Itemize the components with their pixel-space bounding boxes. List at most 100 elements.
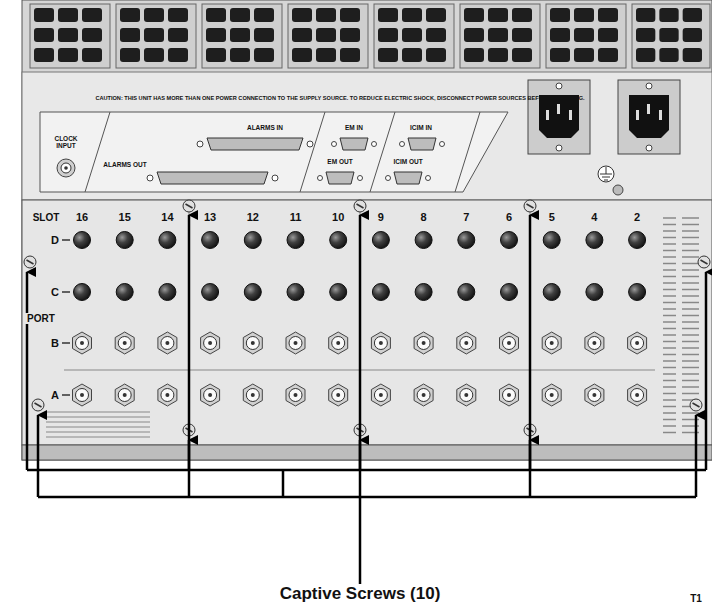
- table-print: [682, 380, 699, 382]
- vent-slot: [120, 48, 140, 62]
- vent-slot: [378, 48, 398, 62]
- f-connector: [586, 232, 603, 249]
- bnc-connector: [503, 389, 516, 402]
- table-print: [663, 406, 676, 408]
- f-connector: [244, 232, 261, 249]
- connector-label: EM IN: [345, 124, 363, 131]
- bnc-pin: [422, 341, 426, 345]
- f-connector: [586, 284, 603, 301]
- f-connector: [458, 232, 475, 249]
- port-letter: B: [51, 337, 59, 349]
- vent-slot: [488, 48, 508, 62]
- table-print: [682, 295, 699, 297]
- bnc-pin: [379, 341, 383, 345]
- slot-number: 14: [161, 211, 173, 223]
- f-connector: [116, 232, 133, 249]
- bnc-nut: [371, 384, 390, 406]
- vent-slot: [464, 28, 484, 42]
- vent-block: [30, 4, 110, 68]
- slot-number: 11: [290, 211, 302, 223]
- note-print: [46, 421, 150, 422]
- bnc-pin: [592, 393, 596, 397]
- vent-slot: [254, 48, 274, 62]
- vent-slot: [144, 28, 164, 42]
- f-connector: [372, 284, 389, 301]
- table-print: [663, 250, 676, 252]
- plate-divider: [300, 112, 325, 192]
- table-print: [663, 334, 676, 336]
- bnc-connector: [545, 389, 558, 402]
- plate-divider: [455, 112, 480, 192]
- vent-slot: [464, 48, 484, 62]
- f-connector: [543, 232, 560, 249]
- bnc-nut: [73, 384, 92, 406]
- vent-slot: [426, 28, 446, 42]
- table-print: [663, 295, 676, 297]
- table-print: [682, 341, 699, 343]
- bnc-connector: [118, 337, 131, 350]
- icim-in-connector: [400, 138, 445, 150]
- bnc-pin: [208, 393, 212, 397]
- port-letter: D: [51, 234, 59, 246]
- bnc-connector: [161, 337, 174, 350]
- vent-slot: [598, 48, 618, 62]
- table-print: [663, 269, 676, 271]
- row-tick: [62, 291, 70, 293]
- vent-slot: [340, 48, 360, 62]
- slot-heading: SLOT: [33, 212, 60, 223]
- vent-slot: [168, 8, 188, 22]
- captive-screw: [32, 399, 44, 411]
- bnc-pin: [507, 341, 511, 345]
- alarms-in-connector: [197, 138, 313, 150]
- vent-slot: [683, 8, 702, 22]
- table-print: [663, 367, 676, 369]
- vent-slot: [402, 48, 422, 62]
- em-in-connector: [332, 138, 377, 150]
- table-print: [682, 276, 699, 278]
- connector-label: ICIM IN: [410, 124, 432, 131]
- vent-block: [202, 4, 282, 68]
- vent-slot: [82, 28, 102, 42]
- vent-slot: [659, 48, 678, 62]
- bnc-pin: [336, 341, 340, 345]
- table-print: [682, 224, 699, 226]
- note-print: [46, 411, 150, 412]
- table-print: [663, 354, 676, 356]
- vent-slot: [34, 28, 54, 42]
- table-print: [682, 269, 699, 271]
- table-print: [663, 399, 676, 401]
- screw-slot: [27, 260, 34, 264]
- bnc-nut: [115, 332, 134, 354]
- table-print: [663, 308, 676, 310]
- bnc-nut: [457, 332, 476, 354]
- port-heading: PORT: [25, 313, 57, 324]
- vent-slot: [144, 8, 164, 22]
- bnc-pin: [635, 393, 639, 397]
- vent-slot: [34, 8, 54, 22]
- vent-slot: [636, 48, 655, 62]
- port-letter: C: [51, 286, 59, 298]
- bnc-nut: [329, 332, 348, 354]
- f-connector: [629, 284, 646, 301]
- slot-number: 9: [378, 211, 384, 223]
- bnc-connector: [374, 389, 387, 402]
- note-print: [46, 431, 150, 432]
- bnc-connector: [76, 389, 89, 402]
- table-print: [663, 386, 676, 388]
- screw-slot: [701, 260, 708, 264]
- row-tick: [62, 239, 70, 241]
- table-print: [663, 321, 676, 323]
- slot-number: 8: [421, 211, 427, 223]
- f-connector: [629, 232, 646, 249]
- bnc-connector: [118, 389, 131, 402]
- alarms-out-connector: [147, 172, 278, 184]
- slot-number: 4: [591, 211, 597, 223]
- table-print: [682, 243, 699, 245]
- f-connector: [287, 232, 304, 249]
- bnc-nut: [542, 332, 561, 354]
- bnc-pin: [336, 393, 340, 397]
- bnc-pin: [294, 393, 298, 397]
- vent-slot: [402, 8, 422, 22]
- table-print: [663, 373, 676, 375]
- table-print: [682, 386, 699, 388]
